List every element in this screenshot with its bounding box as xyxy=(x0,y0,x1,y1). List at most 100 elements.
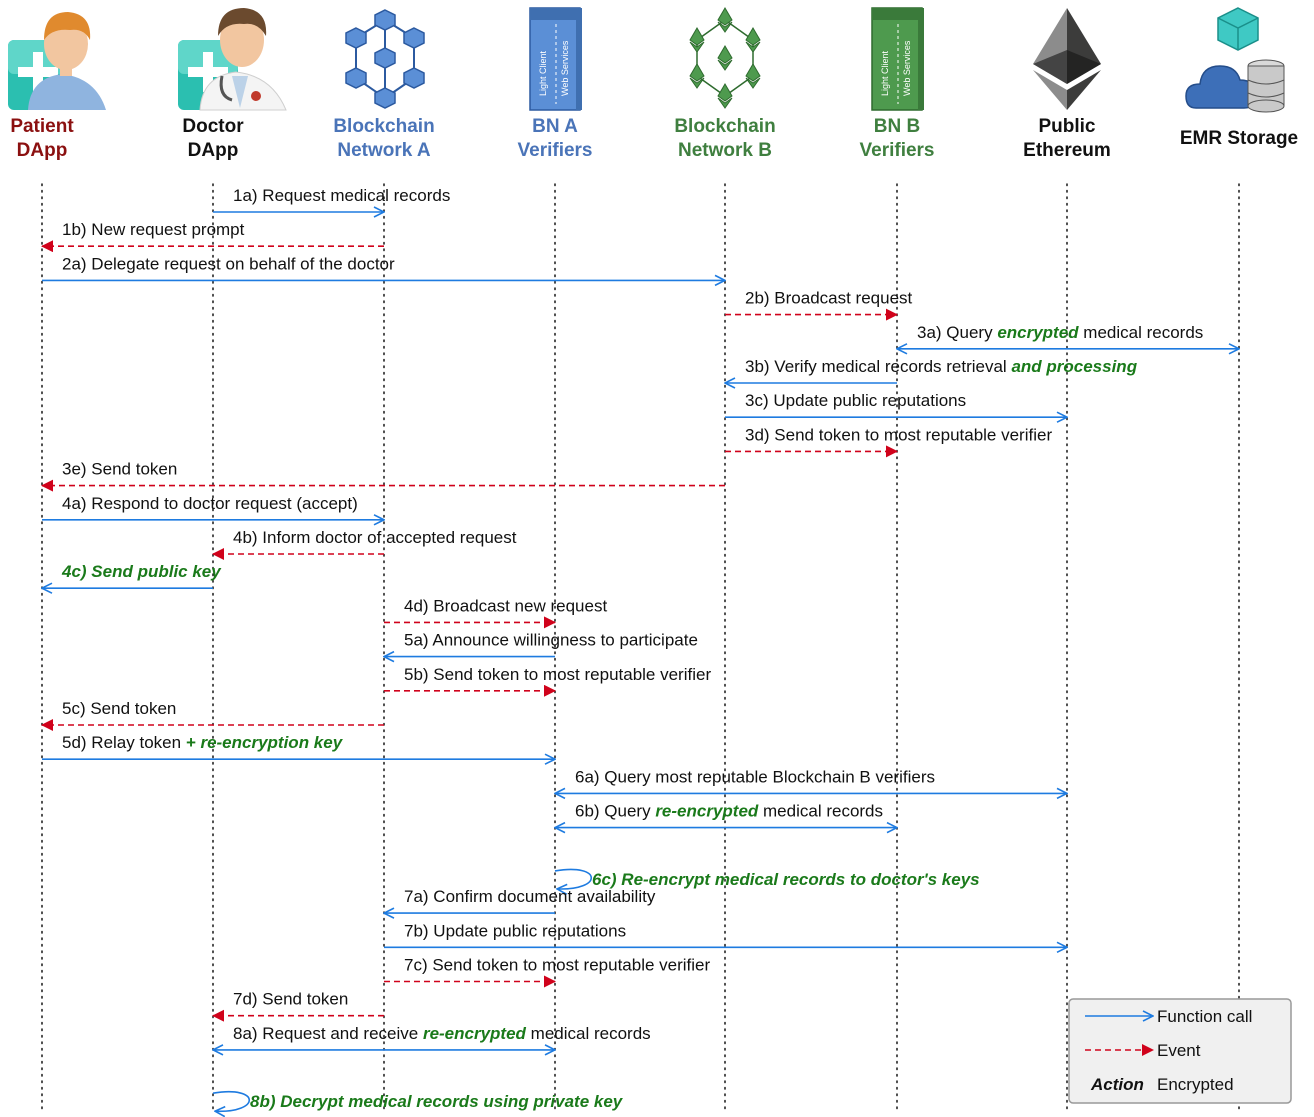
message-label-part: 3b) Verify medical records retrieval xyxy=(745,357,1011,376)
actor-icons: Light Client Web Services Light Client xyxy=(8,7,1285,113)
message-7: 3c) Update public reputations xyxy=(725,391,1067,417)
message-1: 1a) Request medical records xyxy=(213,186,450,212)
message-label: 4a) Respond to doctor request (accept) xyxy=(62,494,358,513)
message-label-emphasis: encrypted xyxy=(997,323,1079,342)
message-label: 1b) New request prompt xyxy=(62,220,245,239)
message-label: 5a) Announce willingness to participate xyxy=(404,631,698,650)
message-4: 2b) Broadcast request xyxy=(725,289,913,321)
message-label-part: 5b) Send token to most reputable verifie… xyxy=(404,665,711,684)
message-label: 7a) Confirm document availability xyxy=(404,887,656,906)
message-26: 8b) Decrypt medical records using privat… xyxy=(212,1091,624,1112)
message-16: 5c) Send token xyxy=(41,699,384,731)
message-label-emphasis: 6c) Re-encrypt medical records to doctor… xyxy=(592,870,980,889)
message-label-emphasis: re-encrypted xyxy=(423,1024,527,1043)
message-label-part: medical records xyxy=(758,802,883,821)
message-label-part: 3a) Query xyxy=(917,323,997,342)
actor-bna-label-2: Network A xyxy=(337,140,431,161)
message-label: 3e) Send token xyxy=(62,460,177,479)
message-label-emphasis: re-encrypted xyxy=(655,802,759,821)
message-label-part: medical records xyxy=(1079,323,1204,342)
server-b-icon: Light Client Web Services xyxy=(871,7,924,111)
message-label-part: medical records xyxy=(526,1024,651,1043)
message-3: 2a) Delegate request on behalf of the do… xyxy=(42,254,725,280)
message-14: 5a) Announce willingness to participate xyxy=(384,631,698,657)
message-10: 4a) Respond to doctor request (accept) xyxy=(42,494,384,520)
message-label: 4c) Send public key xyxy=(61,562,222,581)
message-label-part: 5d) Relay token xyxy=(62,733,186,752)
message-9: 3e) Send token xyxy=(41,460,725,492)
message-label: 8a) Request and receive re-encrypted med… xyxy=(233,1024,651,1043)
actor-eth-label: Public xyxy=(1038,116,1095,137)
message-label: 7b) Update public reputations xyxy=(404,921,626,940)
message-17: 5d) Relay token + re-encryption key xyxy=(42,733,555,759)
blockchain-b-icon xyxy=(689,7,761,109)
message-label: 6b) Query re-encrypted medical records xyxy=(575,802,883,821)
message-label-part: 3c) Update public reputations xyxy=(745,391,966,410)
emr-storage-icon xyxy=(1185,7,1285,113)
actor-bnbv-label-2: Verifiers xyxy=(860,140,935,161)
message-23: 7c) Send token to most reputable verifie… xyxy=(384,956,710,988)
message-label-part: 1b) New request prompt xyxy=(62,220,245,239)
message-label: 4b) Inform doctor of accepted request xyxy=(233,528,517,547)
message-label-part: 2b) Broadcast request xyxy=(745,289,913,308)
message-label: 8b) Decrypt medical records using privat… xyxy=(250,1092,624,1111)
message-label: 4d) Broadcast new request xyxy=(404,596,607,615)
message-label-emphasis: + re-encryption key xyxy=(186,733,344,752)
message-label: 1a) Request medical records xyxy=(233,186,450,205)
message-24: 7d) Send token xyxy=(212,990,384,1022)
message-5: 3a) Query encrypted medical records xyxy=(897,323,1239,349)
actor-bna-label: Blockchain xyxy=(333,116,434,137)
legend-event-label: Event xyxy=(1157,1041,1201,1060)
server-b-label-1: Light Client xyxy=(880,50,890,96)
message-label: 5d) Relay token + re-encryption key xyxy=(62,733,344,752)
message-label: 3b) Verify medical records retrieval and… xyxy=(745,357,1138,376)
message-label-part: 7a) Confirm document availability xyxy=(404,887,656,906)
actor-patient-label-2: DApp xyxy=(17,140,68,161)
message-label-part: 6b) Query xyxy=(575,802,655,821)
message-label-part: 2a) Delegate request on behalf of the do… xyxy=(62,254,395,273)
message-20: 6c) Re-encrypt medical records to doctor… xyxy=(554,868,980,889)
message-21: 7a) Confirm document availability xyxy=(384,887,656,913)
message-label-emphasis: 8b) Decrypt medical records using privat… xyxy=(250,1092,624,1111)
message-label-part: 3e) Send token xyxy=(62,460,177,479)
message-label: 7c) Send token to most reputable verifie… xyxy=(404,956,710,975)
message-19: 6b) Query re-encrypted medical records xyxy=(555,802,897,828)
message-12: 4c) Send public key xyxy=(42,562,222,588)
message-label: 3a) Query encrypted medical records xyxy=(917,323,1203,342)
actor-bnav-label-2: Verifiers xyxy=(518,140,593,161)
messages: 1a) Request medical records 1b) New reque… xyxy=(41,186,1239,1112)
message-label: 5c) Send token xyxy=(62,699,176,718)
message-label: 3d) Send token to most reputable verifie… xyxy=(745,425,1052,444)
message-25: 8a) Request and receive re-encrypted med… xyxy=(213,1024,651,1050)
message-arrow xyxy=(554,868,593,889)
message-label-part: 6a) Query most reputable Blockchain B ve… xyxy=(575,767,935,786)
actor-bnav-label: BN A xyxy=(532,116,578,137)
message-2: 1b) New request prompt xyxy=(41,220,384,253)
doctor-icon xyxy=(178,8,287,111)
message-label-part: 8a) Request and receive xyxy=(233,1024,423,1043)
legend-call-label: Function call xyxy=(1157,1007,1252,1026)
message-label: 3c) Update public reputations xyxy=(745,391,966,410)
server-b-label-2: Web Services xyxy=(902,40,912,96)
legend-box xyxy=(1068,998,1292,1104)
message-11: 4b) Inform doctor of accepted request xyxy=(212,528,517,560)
message-label-part: 7c) Send token to most reputable verifie… xyxy=(404,956,710,975)
message-label: 7d) Send token xyxy=(233,990,348,1009)
message-18: 6a) Query most reputable Blockchain B ve… xyxy=(555,767,1067,793)
server-a-icon: Light Client Web Services xyxy=(529,7,582,111)
blockchain-a-icon xyxy=(345,9,425,109)
message-label-part: 5a) Announce willingness to participate xyxy=(404,631,698,650)
actor-doctor-label-2: DApp xyxy=(188,140,239,161)
message-label-part: 4a) Respond to doctor request (accept) xyxy=(62,494,358,513)
message-8: 3d) Send token to most reputable verifie… xyxy=(725,425,1052,458)
ethereum-icon xyxy=(1033,8,1101,110)
lifelines xyxy=(41,183,1240,1113)
legend-encrypted-label: Encrypted xyxy=(1157,1075,1234,1094)
message-label: 6c) Re-encrypt medical records to doctor… xyxy=(592,870,980,889)
message-15: 5b) Send token to most reputable verifie… xyxy=(384,665,711,697)
server-a-label-2: Web Services xyxy=(560,40,570,96)
actor-eth-label-2: Ethereum xyxy=(1023,140,1111,161)
message-arrow xyxy=(212,1091,251,1112)
